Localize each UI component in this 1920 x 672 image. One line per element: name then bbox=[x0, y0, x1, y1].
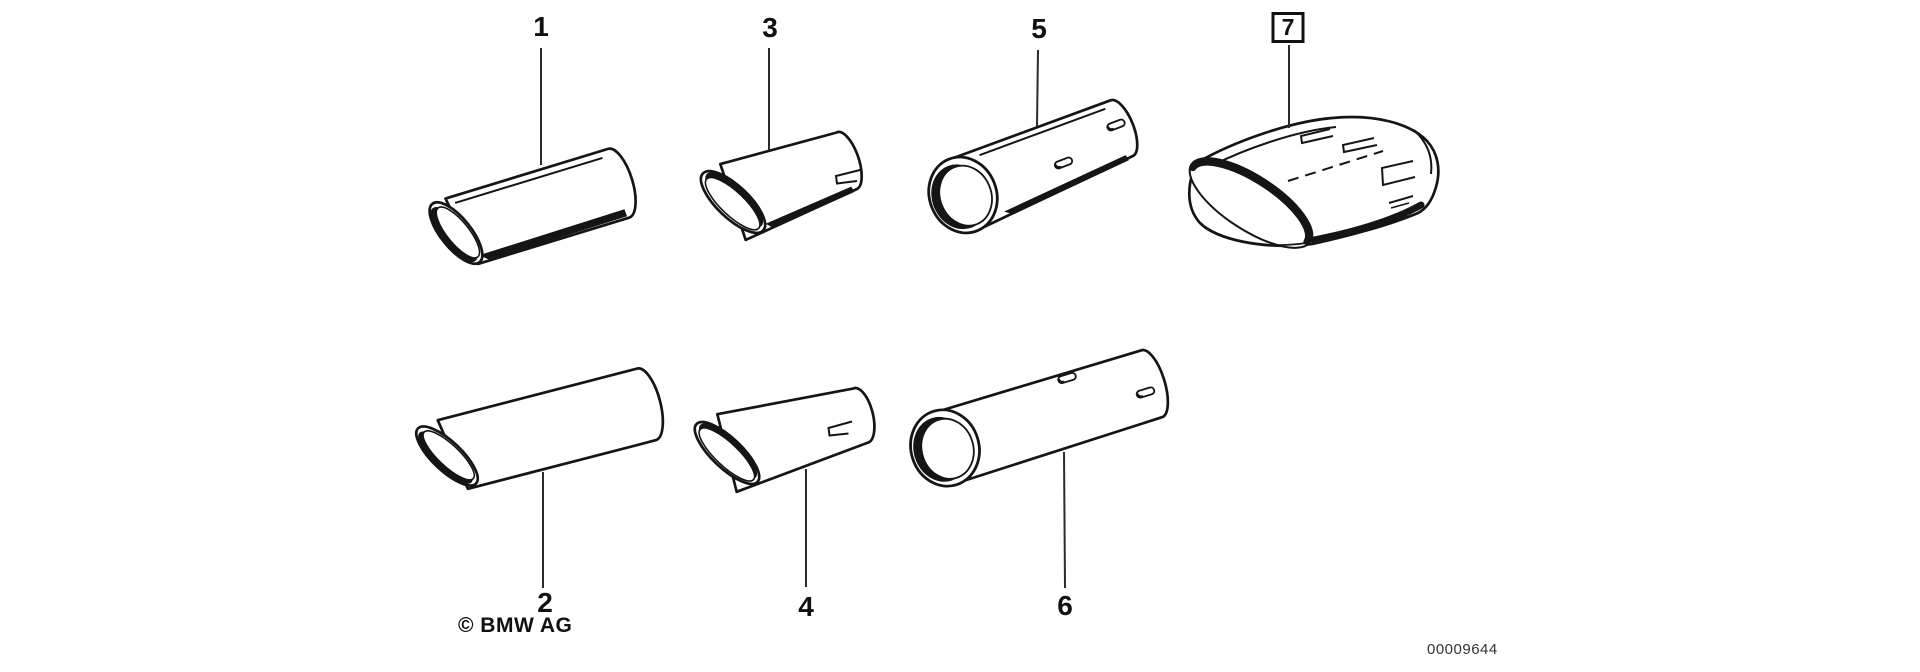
part-7-drawing[interactable] bbox=[1177, 115, 1440, 264]
part-4-drawing[interactable] bbox=[682, 374, 884, 503]
part-3-tab-mark bbox=[834, 168, 863, 185]
vent-slot bbox=[1106, 118, 1126, 132]
part-7-slot-mark bbox=[1341, 137, 1378, 154]
drawing-number: 00009644 bbox=[1427, 641, 1498, 658]
callout-7[interactable]: 7 bbox=[1271, 12, 1305, 43]
vent-slot bbox=[1053, 156, 1074, 170]
leader-lines bbox=[540, 45, 1290, 589]
vent-slot bbox=[1135, 386, 1156, 399]
callout-4[interactable]: 4 bbox=[798, 591, 814, 622]
callout-1[interactable]: 1 bbox=[533, 11, 549, 42]
part-3-drawing[interactable] bbox=[687, 118, 873, 255]
part-2-drawing[interactable] bbox=[404, 361, 670, 505]
callout-6[interactable]: 6 bbox=[1057, 590, 1073, 621]
callout-5[interactable]: 5 bbox=[1031, 13, 1047, 44]
leader-line-6 bbox=[1063, 451, 1066, 589]
leader-line-5 bbox=[1036, 49, 1039, 127]
vent-slot bbox=[1057, 371, 1077, 385]
copyright-notice: © BMW AG bbox=[458, 614, 573, 637]
part-4-tab-mark bbox=[827, 420, 853, 437]
part-6-drawing[interactable] bbox=[901, 344, 1176, 495]
part-1-drawing[interactable] bbox=[417, 141, 644, 280]
part-7-slot-mark bbox=[1299, 128, 1334, 145]
part-5-drawing[interactable] bbox=[918, 92, 1149, 243]
callout-3[interactable]: 3 bbox=[762, 12, 778, 43]
part-7-slot-mark bbox=[1380, 160, 1416, 187]
callout-2[interactable]: 2 bbox=[537, 587, 553, 618]
